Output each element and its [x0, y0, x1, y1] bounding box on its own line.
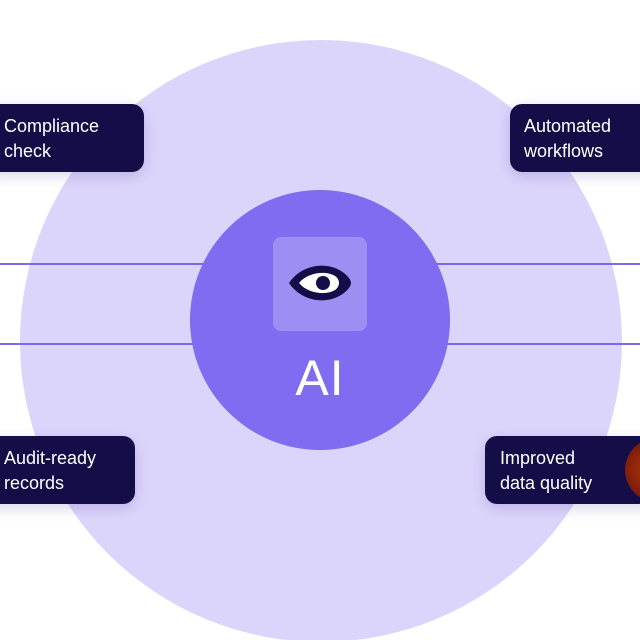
feature-card-audit-ready-records: Audit-ready records	[0, 436, 135, 504]
feature-label-line1: Compliance	[4, 116, 100, 136]
feature-card-compliance-check: Compliance check	[0, 104, 144, 172]
feature-label-line1: Improved	[500, 448, 576, 468]
feature-card-automated-workflows: Automated workflows	[510, 104, 640, 172]
feature-label-line2: workflows	[524, 141, 604, 161]
feature-label-line2: check	[4, 141, 52, 161]
feature-label-line1: Automated	[524, 116, 612, 136]
feature-card-improved-data-quality: Improved data quality	[485, 436, 640, 504]
eye-icon	[289, 265, 351, 301]
feature-label-line2: data quality	[500, 473, 593, 493]
feature-label-line1: Audit-ready	[4, 448, 97, 468]
ai-icon-tile	[273, 237, 367, 331]
accent-orb	[625, 438, 640, 502]
ai-label: AI	[295, 350, 345, 406]
feature-label-line2: records	[4, 473, 65, 493]
